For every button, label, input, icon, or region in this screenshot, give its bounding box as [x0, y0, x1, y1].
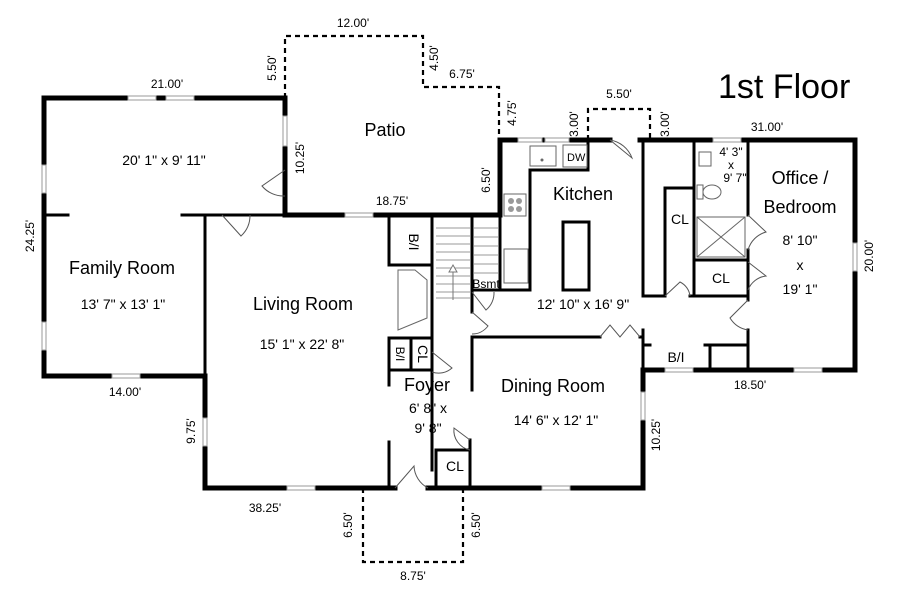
living-room-label: Living Room — [253, 294, 353, 314]
built-in-label-living: B/I — [406, 233, 422, 250]
door-living — [221, 214, 251, 237]
patio-outline — [283, 34, 501, 140]
refrigerator-icon — [503, 248, 529, 284]
door-family-patio — [261, 169, 286, 197]
measure-kitchen-right-3: 3.00' — [658, 111, 672, 137]
measure-porch-left: 6.50' — [341, 512, 355, 538]
patio-label: Patio — [364, 120, 405, 140]
toilet-icon — [702, 184, 722, 200]
measure-left-side: 24.25' — [23, 220, 37, 252]
office-dims-1: 8' 10" — [783, 232, 818, 248]
foyer-dims-1: 6' 8" x — [409, 400, 447, 416]
measure-patio-inner-right: 6.50' — [479, 167, 493, 193]
built-in-label-foyer: B/I — [393, 347, 407, 362]
windows — [41, 95, 858, 491]
door-foyer-cl — [431, 351, 453, 374]
stove-icon — [503, 193, 527, 217]
door-stair — [471, 311, 489, 335]
measure-patio-left: 5.50' — [265, 55, 279, 81]
measure-patio-top: 12.00' — [337, 16, 369, 30]
closet-label-foyer: CL — [446, 458, 464, 474]
office-label-2: Bedroom — [763, 197, 836, 217]
interior-walls — [42, 138, 750, 490]
family-room-label: Family Room — [69, 258, 175, 278]
closet-label-kitchen: CL — [671, 211, 689, 227]
measure-patio-inner-left: 10.25' — [293, 142, 307, 174]
sink-drain-icon — [540, 158, 544, 162]
measure-bottom-left: 38.25' — [249, 501, 281, 515]
door-foyer-cl2 — [453, 427, 471, 451]
door-basement — [471, 291, 495, 311]
closet-label-foyer-small: CL — [415, 345, 431, 363]
door-office-cl — [747, 261, 768, 291]
basement-label: Bsmt — [472, 277, 500, 291]
fireplace-icon — [397, 269, 428, 331]
porch-outline — [361, 488, 465, 564]
kitchen-bump-outline — [586, 107, 652, 140]
measure-patio-bottom: 18.75' — [376, 194, 408, 208]
bath-sink-icon — [698, 151, 712, 167]
fixtures: DW — [397, 144, 746, 331]
measure-top-family: 21.00' — [151, 77, 183, 91]
built-in-label-dining: B/I — [667, 349, 684, 365]
foyer-dims-2: 9' 8" — [414, 420, 441, 436]
measure-porch-bottom: 8.75' — [400, 569, 426, 583]
door-office — [729, 299, 749, 331]
bath-dims-3: 9' 7" — [723, 171, 746, 185]
dining-room-dims: 14' 6" x 12' 1" — [514, 412, 599, 428]
doors — [221, 139, 768, 489]
dishwasher-icon — [562, 144, 588, 168]
family-room-dims: 13' 7" x 13' 1" — [81, 296, 166, 312]
kitchen-sink-icon — [529, 145, 557, 167]
door-front — [394, 464, 429, 489]
measure-office-bottom: 18.50' — [734, 378, 766, 392]
measure-living-left: 9.75' — [184, 418, 198, 444]
office-label-1: Office / — [772, 168, 829, 188]
measure-family-bottom: 14.00' — [109, 385, 141, 399]
office-dims-2: x — [797, 257, 804, 273]
measure-patio-step-v: 4.50' — [427, 45, 441, 71]
kitchen-label: Kitchen — [553, 184, 613, 204]
dishwasher-label: DW — [567, 152, 586, 164]
dining-room-label: Dining Room — [501, 376, 605, 396]
measure-porch-right: 6.50' — [469, 512, 483, 538]
measure-top-right: 31.00' — [751, 120, 783, 134]
closet-label-office: CL — [712, 270, 730, 286]
measure-kitchen-bump: 5.50' — [606, 87, 632, 101]
family-top-dims: 20' 1" x 9' 11" — [122, 152, 206, 168]
bath-dims-1: 4' 3" — [719, 145, 742, 159]
measure-right-side: 20.00' — [862, 240, 876, 272]
door-bath — [747, 214, 767, 251]
kitchen-dims: 12' 10" x 16' 9" — [537, 296, 629, 312]
bath-dims-2: x — [728, 158, 734, 172]
stairs — [436, 227, 498, 300]
measure-patio-step-h: 6.75' — [449, 67, 475, 81]
door-dining-bifold — [599, 324, 641, 338]
measure-dining-right: 10.25' — [649, 419, 663, 451]
measure-kitchen-left-3: 3.00' — [567, 111, 581, 137]
measure-patio-right: 4.75' — [505, 100, 519, 126]
office-dims-3: 19' 1" — [783, 281, 818, 297]
door-kitchen-exterior — [609, 139, 634, 160]
foyer-label: Foyer — [404, 375, 450, 395]
kitchen-island — [561, 220, 591, 292]
floor-title: 1st Floor — [718, 68, 850, 106]
living-room-dims: 15' 1" x 22' 8" — [260, 336, 345, 352]
toilet-tank-icon — [696, 184, 704, 200]
door-cl — [664, 281, 691, 297]
